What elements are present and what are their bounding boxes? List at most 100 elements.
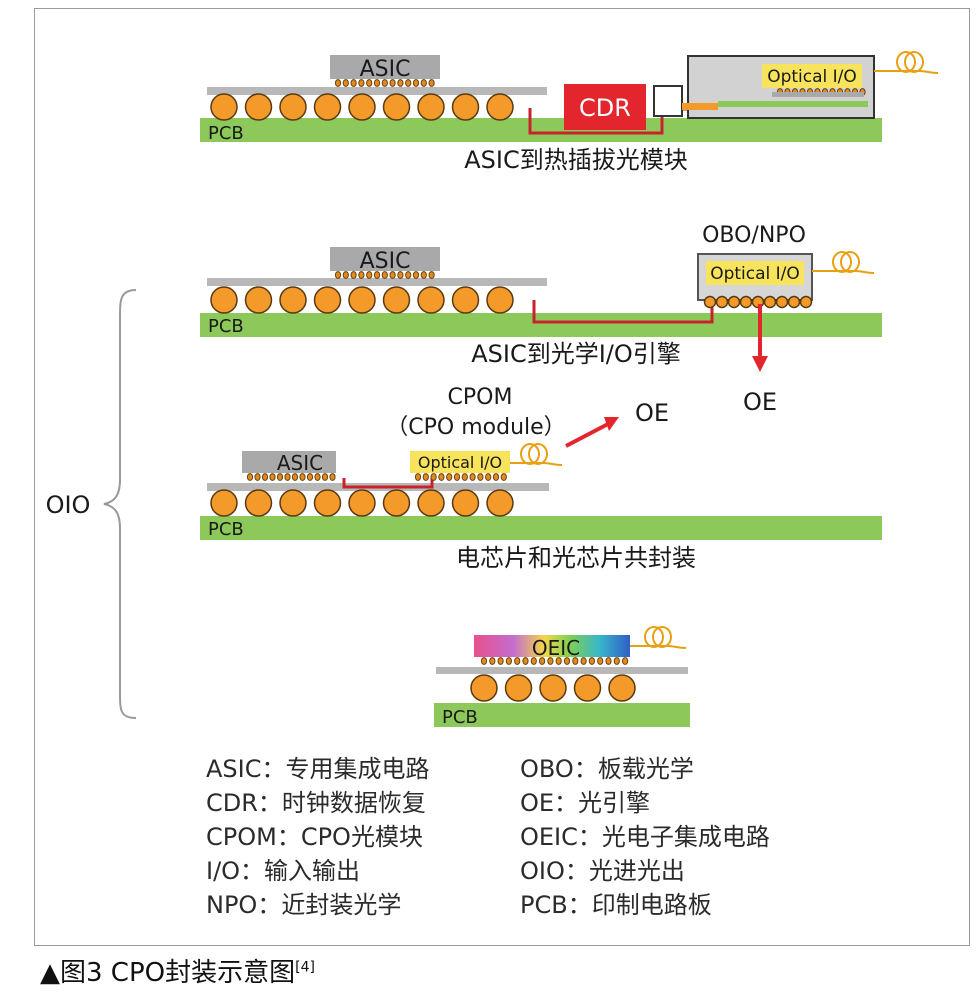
solder-ball — [244, 286, 273, 314]
legend-item: CDR：时钟数据恢复 — [206, 789, 426, 817]
legend-item: OIO：光进光出 — [520, 857, 685, 885]
micro-bump — [381, 271, 388, 279]
micro-bump — [522, 657, 529, 665]
solder-ball — [210, 93, 238, 121]
solder-ball — [279, 286, 307, 314]
pcb-board — [434, 703, 690, 727]
asic-label: ASIC — [360, 57, 411, 82]
micro-bump — [572, 657, 579, 665]
micro-bumps — [480, 657, 629, 665]
solder-ball — [417, 286, 445, 314]
cdr-chip — [564, 84, 646, 130]
micro-bump — [613, 657, 620, 665]
solder-ball — [417, 489, 445, 517]
pcb-board — [200, 118, 882, 142]
solder-ball — [382, 286, 411, 314]
micro-bump — [381, 79, 388, 87]
panel-2: ASIC PCB Optical I/O OBO/NPO OE ASIC到光学I… — [200, 223, 882, 416]
solder-ball — [715, 295, 729, 309]
oio-label: OIO — [46, 491, 91, 519]
cpom-label: CPOM — [448, 385, 513, 410]
micro-bump — [446, 473, 453, 481]
asic-chip — [242, 451, 336, 473]
solder-ball — [470, 674, 498, 702]
micro-bump — [480, 657, 488, 665]
optical-io-label: Optical I/O — [710, 264, 800, 284]
panel-1-caption: ASIC到热插拔光模块 — [464, 146, 688, 174]
micro-bump — [254, 473, 261, 481]
micro-bump — [420, 79, 427, 87]
solder-ball — [348, 286, 376, 314]
micro-bump — [412, 271, 420, 279]
micro-bump — [291, 473, 299, 481]
solder-ball — [573, 674, 602, 702]
cpo-module-label: （CPO module） — [386, 415, 565, 440]
solder-ball — [486, 286, 514, 314]
solder-ball — [348, 93, 376, 121]
micro-bump — [373, 271, 381, 279]
asic-chip — [330, 247, 440, 271]
micro-bump — [588, 657, 596, 665]
micro-bump — [539, 657, 546, 665]
fiber-coil-icon — [812, 251, 875, 274]
micro-bump — [497, 657, 504, 665]
optical-io-chip — [762, 64, 862, 88]
asic-label: ASIC — [277, 451, 323, 475]
solder-ball — [451, 489, 480, 517]
solder-ball — [763, 295, 777, 309]
legend-left: ASIC：专用集成电路 CDR：时钟数据恢复 CPOM：CPO光模块 I/O：输… — [206, 752, 430, 922]
solder-ball — [244, 489, 273, 517]
micro-bump — [350, 271, 357, 279]
asic-chip — [330, 55, 440, 79]
legend-right: OBO：板载光学 OE：光引擎 OEIC：光电子集成电路 OIO：光进光出 PC… — [520, 752, 770, 922]
substrate — [436, 667, 688, 674]
micro-bump — [405, 79, 412, 87]
solder-ball — [703, 295, 717, 309]
micro-bump — [428, 79, 435, 87]
micro-bump — [469, 473, 476, 481]
panel-3: ASIC Optical I/O OE CPOM （CPO module） PC… — [200, 385, 882, 572]
micro-bump — [477, 473, 484, 481]
figure-frame — [34, 8, 970, 946]
oeic-chip — [474, 635, 630, 657]
micro-bump — [412, 79, 420, 87]
micro-bump — [414, 473, 422, 481]
connector — [682, 103, 718, 110]
oio-brace: OIO — [46, 289, 137, 719]
micro-bump — [334, 271, 342, 279]
legend-item: I/O：输入输出 — [206, 857, 361, 885]
solder-balls — [210, 93, 514, 121]
micro-bump — [428, 271, 435, 279]
legend-item: CPOM：CPO光模块 — [206, 823, 423, 851]
micro-bump — [342, 79, 349, 87]
micro-bumps — [334, 79, 435, 87]
solder-ball — [382, 93, 411, 121]
solder-ball — [348, 489, 376, 517]
panel-1: ASIC PCB CDR Optical I/O ASIC到热插拔光模块 — [200, 51, 939, 174]
figure-caption: ▲图3 CPO封装示意图[4] — [40, 952, 315, 989]
substrate — [207, 87, 547, 95]
micro-bump — [505, 657, 512, 665]
pcb-label: PCB — [208, 519, 244, 540]
solder-ball — [382, 489, 411, 517]
panel-2-caption: ASIC到光学I/O引擎 — [471, 340, 681, 368]
micro-bump — [276, 473, 284, 481]
solder-ball — [313, 286, 342, 314]
micro-bump — [389, 271, 396, 279]
micro-bump — [397, 271, 404, 279]
micro-bump — [485, 473, 492, 481]
fiber-coil-icon — [630, 626, 687, 649]
figure-caption-text: ▲图3 CPO封装示意图 — [40, 958, 296, 988]
substrate — [207, 278, 547, 286]
optical-io-chip — [410, 451, 510, 473]
micro-bump — [299, 473, 306, 481]
solder-ball — [244, 93, 273, 121]
legend-item: NPO：近封装光学 — [206, 891, 402, 919]
micro-bump — [514, 657, 521, 665]
micro-bump — [489, 657, 496, 665]
oeic-label: OEIC — [532, 636, 580, 660]
micro-bump — [334, 79, 342, 87]
micro-bump — [342, 271, 349, 279]
micro-bump — [329, 473, 336, 481]
